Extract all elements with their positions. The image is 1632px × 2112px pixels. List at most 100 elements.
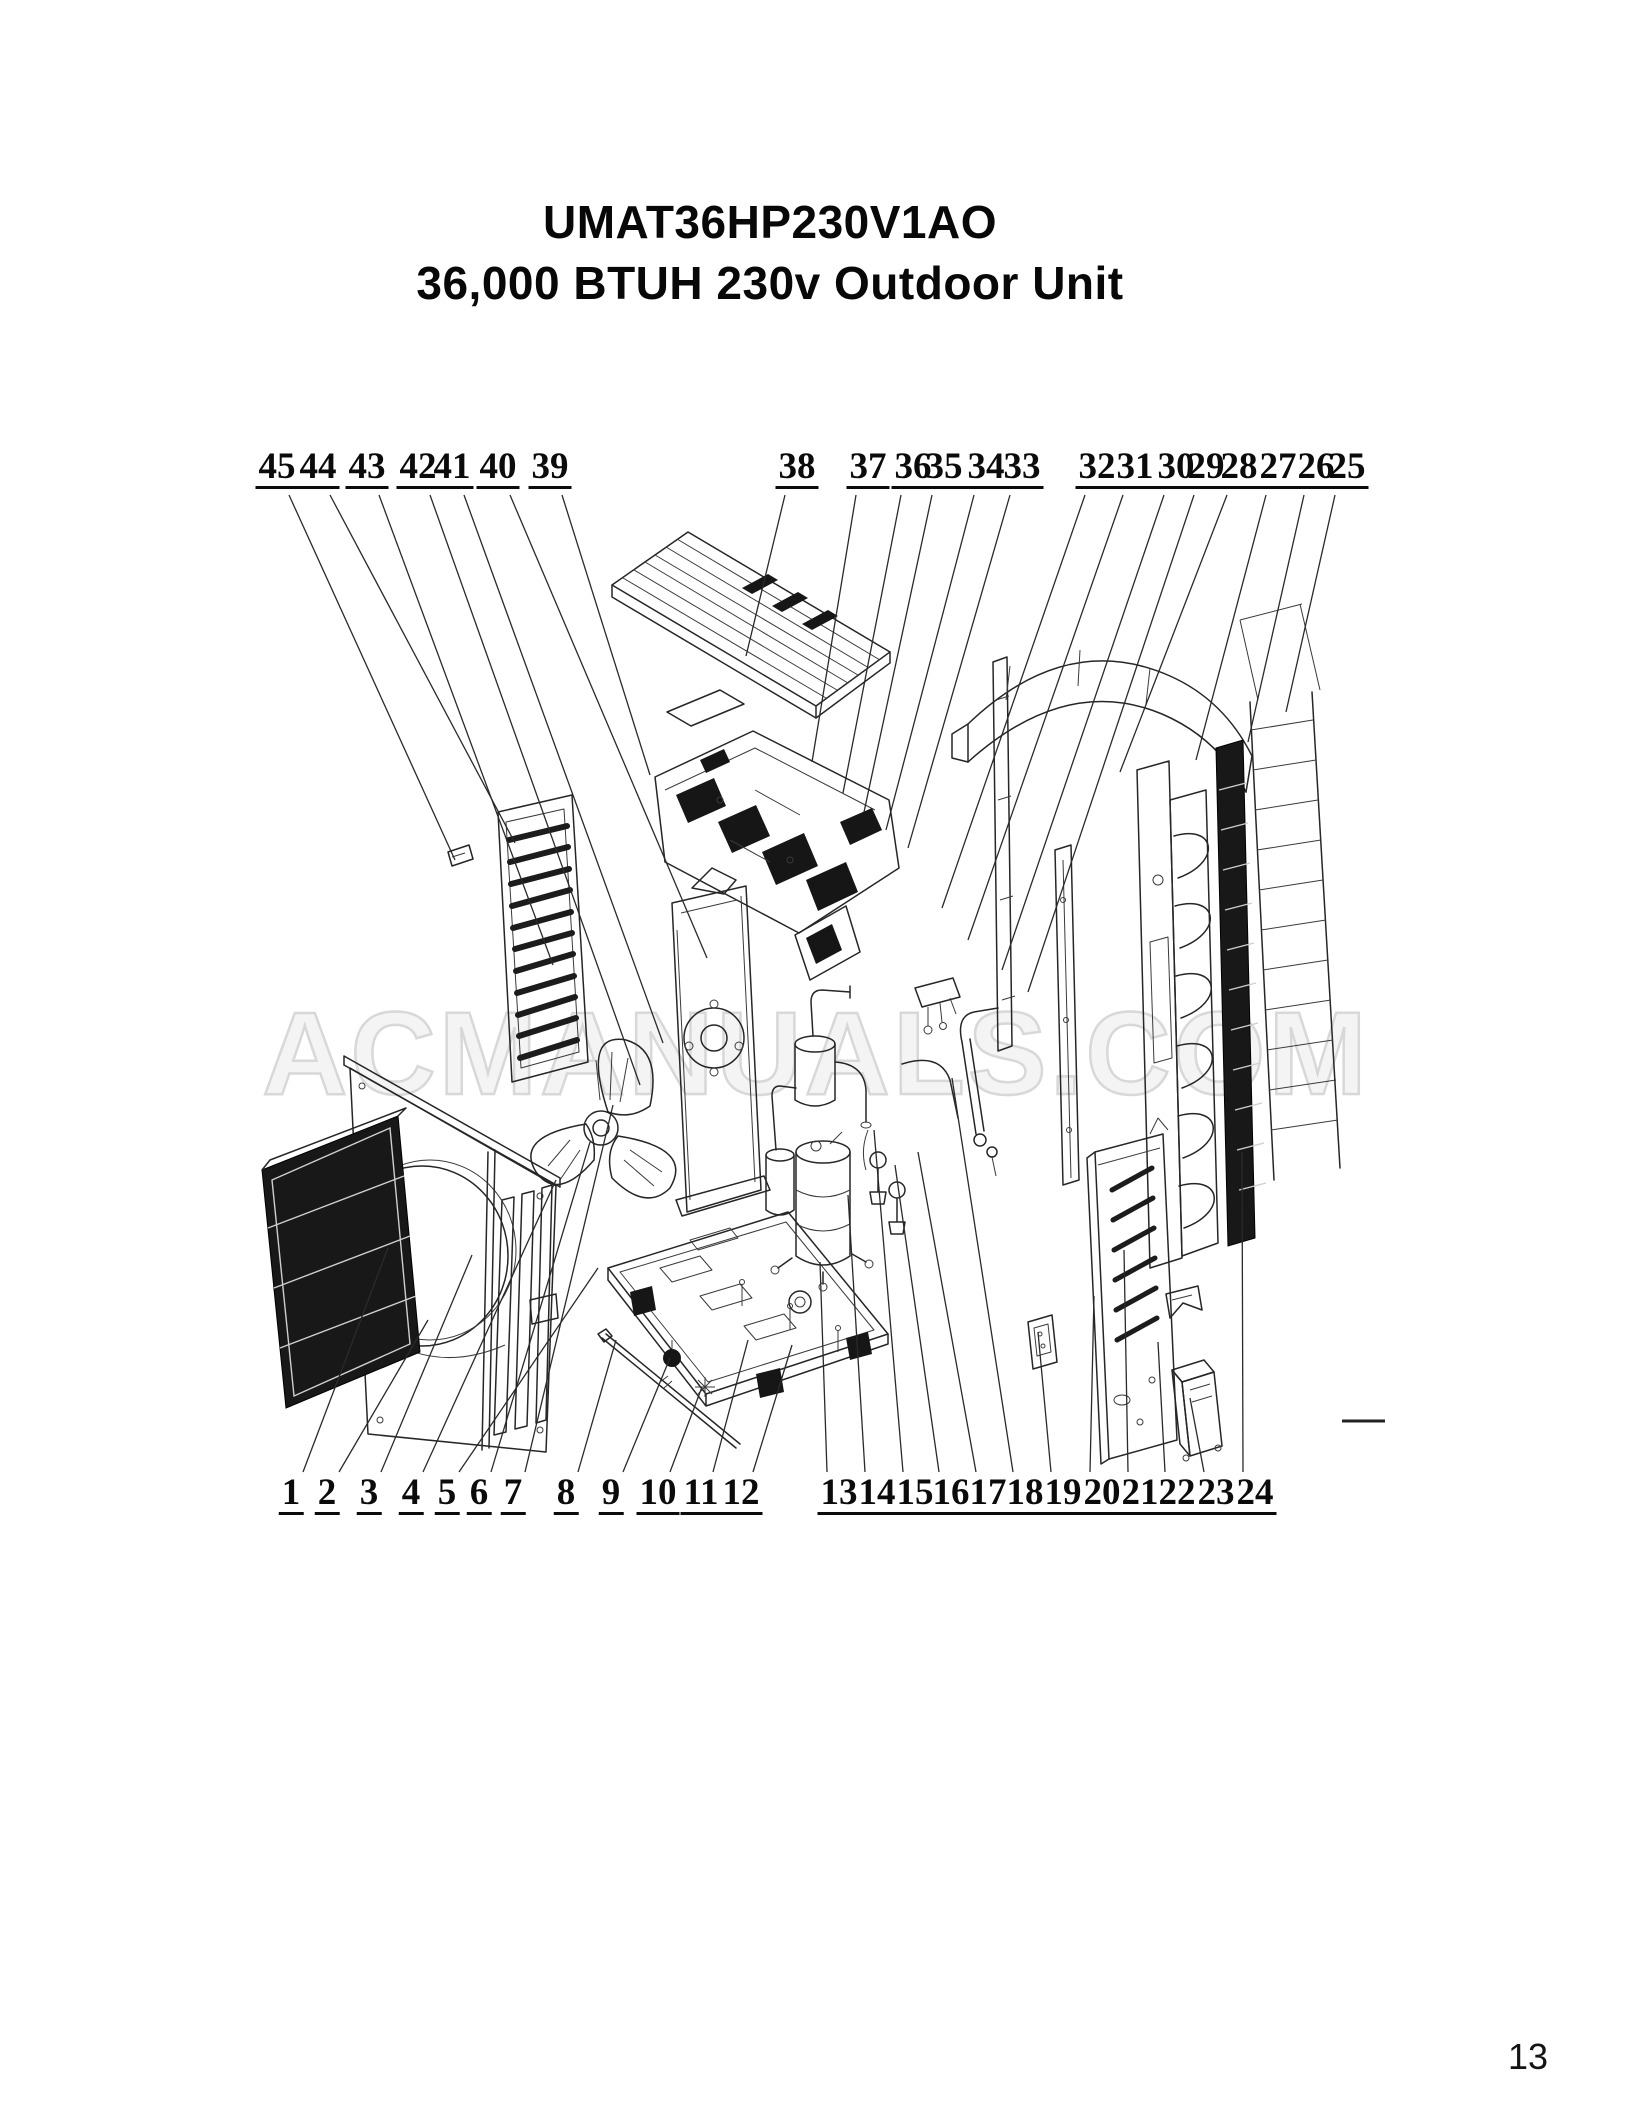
leader-line-45	[288, 494, 456, 861]
leader-line-44	[329, 494, 516, 844]
callout-38: 38	[775, 448, 819, 489]
leader-line-31	[967, 494, 1124, 941]
callout-40: 40	[476, 448, 520, 489]
leader-line-8	[577, 1339, 617, 1473]
ribbed-shield	[1169, 789, 1219, 1257]
screw	[695, 1377, 715, 1397]
callout-8: 8	[553, 1474, 579, 1515]
callout-12: 12	[719, 1474, 763, 1515]
callout-15: 15	[893, 1474, 937, 1515]
grommet	[663, 1340, 681, 1367]
valve-bracket	[1165, 1285, 1203, 1319]
leader-line-32	[941, 494, 1086, 909]
accumulator	[765, 1085, 797, 1216]
leader-line-37	[811, 494, 857, 763]
leader-line-43	[378, 494, 554, 966]
leader-line-4	[422, 1179, 557, 1473]
condenser-coil-left	[261, 1107, 421, 1409]
callout-45: 45	[255, 448, 299, 489]
leader-line-21	[1123, 1249, 1129, 1473]
callout-35: 35	[922, 448, 966, 489]
leader-line-25	[1285, 494, 1336, 713]
callout-24: 24	[1233, 1474, 1277, 1515]
leader-line-22	[1157, 1341, 1166, 1473]
leader-line-7	[524, 1104, 614, 1473]
callout-10: 10	[636, 1474, 680, 1515]
callout-5: 5	[434, 1474, 460, 1515]
callout-14: 14	[855, 1474, 899, 1515]
leader-line-40	[509, 494, 708, 959]
partition-plate	[671, 867, 771, 1217]
unit-description: 36,000 BTUH 230v Outdoor Unit	[416, 257, 1124, 309]
callout-11: 11	[680, 1474, 722, 1515]
valves-and-piping	[862, 977, 999, 1235]
callout-7: 7	[500, 1474, 526, 1515]
leader-line-35	[863, 494, 933, 813]
leader-line-10	[669, 1386, 703, 1473]
leader-line-34	[885, 494, 975, 831]
callout-43: 43	[345, 448, 389, 489]
callout-6: 6	[466, 1474, 492, 1515]
leader-line-5	[458, 1267, 599, 1473]
callout-42: 42	[396, 448, 440, 489]
callout-27: 27	[1256, 448, 1300, 489]
side-louver-grille	[497, 794, 589, 1083]
callout-28: 28	[1217, 448, 1261, 489]
callout-4: 4	[398, 1474, 424, 1515]
callout-13: 13	[817, 1474, 861, 1515]
side-panel-right	[1086, 1117, 1178, 1465]
leader-line-3	[380, 1254, 473, 1473]
leader-line-9	[622, 1357, 671, 1473]
leader-line-39	[561, 494, 651, 776]
electrical-control-box	[654, 730, 900, 981]
leader-line-2	[338, 1319, 429, 1473]
leader-line-36	[842, 494, 902, 794]
drain-pipe-rod	[597, 1328, 741, 1449]
page-number: 13	[1507, 2036, 1548, 2077]
leader-line-17	[917, 1151, 977, 1473]
callout-21: 21	[1118, 1474, 1162, 1515]
callout-32: 32	[1075, 448, 1119, 489]
callout-19: 19	[1041, 1474, 1085, 1515]
callout-29: 29	[1184, 448, 1228, 489]
mounting-clip	[447, 844, 474, 867]
callout-39: 39	[528, 448, 572, 489]
leader-line-29	[1027, 494, 1195, 993]
leader-line-38	[745, 494, 786, 657]
callout-25: 25	[1325, 448, 1369, 489]
compressor	[770, 1131, 874, 1292]
leader-line-42	[429, 494, 641, 1086]
callout-18: 18	[1003, 1474, 1047, 1515]
leader-line-33	[907, 494, 1011, 849]
leader-line-12	[752, 1344, 793, 1473]
callout-23: 23	[1194, 1474, 1238, 1515]
callout-20: 20	[1080, 1474, 1124, 1515]
callout-16: 16	[929, 1474, 973, 1515]
leader-line-23	[1189, 1397, 1205, 1473]
leader-line-20	[1089, 1295, 1095, 1473]
callout-34: 34	[964, 448, 1008, 489]
cover-gasket-panel	[666, 689, 745, 727]
callout-36: 36	[891, 448, 935, 489]
leader-line-11	[712, 1339, 749, 1473]
leader-line-19	[1037, 1331, 1052, 1473]
leader-line-14	[847, 1194, 866, 1473]
condenser-coil-right	[1215, 739, 1267, 1247]
leader-line-30	[1001, 494, 1165, 971]
electrical-cover-small	[1027, 1314, 1058, 1370]
leader-line-26	[1247, 494, 1305, 743]
callout-41: 41	[430, 448, 474, 489]
callout-37: 37	[846, 448, 890, 489]
wire-mesh-guard	[1239, 603, 1341, 1181]
callout-2: 2	[314, 1474, 340, 1515]
terminal-cover	[1171, 1359, 1223, 1462]
leader-line-1	[302, 1247, 389, 1473]
page-title: UMAT36HP230V1AO 36,000 BTUH 230v Outdoor…	[70, 192, 1470, 314]
leader-line-18	[951, 1077, 1014, 1473]
model-number: UMAT36HP230V1AO	[542, 196, 998, 248]
leader-line-41	[463, 494, 664, 1044]
callout-31: 31	[1113, 448, 1157, 489]
top-cover-panel	[611, 531, 891, 719]
